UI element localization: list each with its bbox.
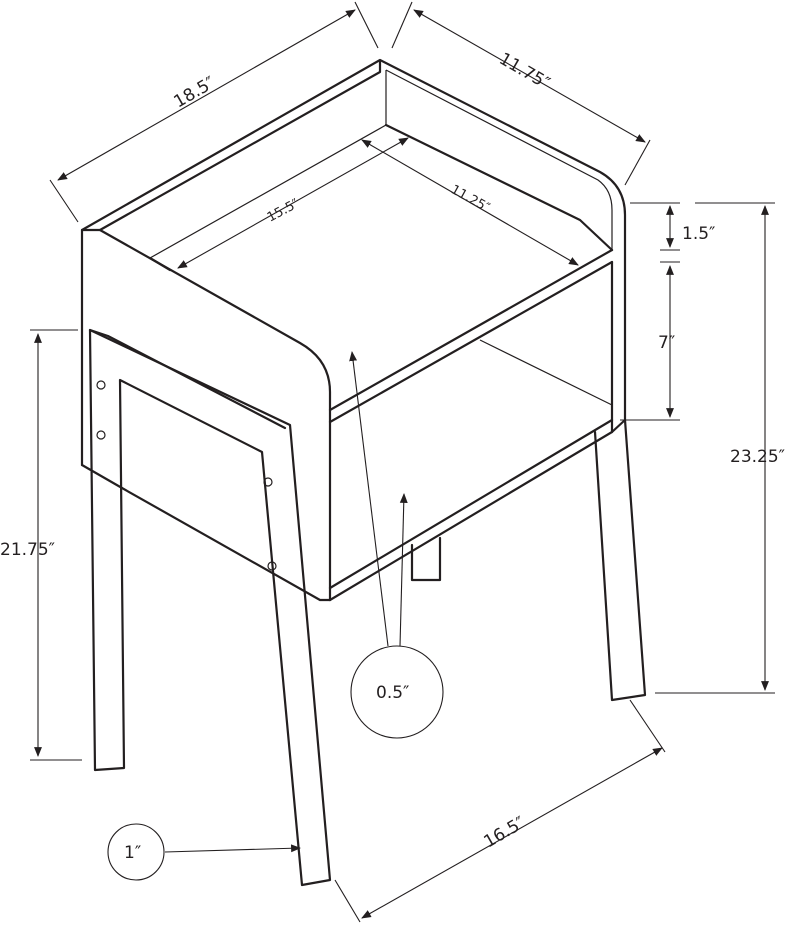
dimension-lines bbox=[30, 1, 775, 923]
back-right-leg bbox=[593, 418, 647, 702]
back-middle-leg bbox=[410, 536, 442, 582]
label-inner-width: 15.5″ bbox=[265, 196, 302, 225]
label-overall-height: 23.25″ bbox=[730, 447, 785, 467]
table-body bbox=[80, 58, 627, 602]
label-inner-depth: 11.25″ bbox=[448, 182, 492, 216]
label-overall-width: 18.5″ bbox=[171, 73, 219, 112]
label-panel-thickness: 0.5″ bbox=[376, 683, 409, 703]
label-leg-width: 1″ bbox=[124, 843, 141, 863]
label-overall-depth: 11.75″ bbox=[496, 49, 554, 94]
label-shelf-opening-height: 7″ bbox=[658, 333, 675, 353]
label-top-lip-height: 1.5″ bbox=[682, 224, 715, 244]
dimension-labels: 18.5″ 11.75″ 15.5″ 11.25″ 1.5″ 7″ 23.25″… bbox=[0, 49, 785, 863]
label-leg-span: 16.5″ bbox=[481, 813, 529, 852]
label-leg-height: 21.75″ bbox=[0, 540, 55, 560]
front-left-leg bbox=[88, 328, 332, 887]
legs bbox=[88, 328, 647, 887]
